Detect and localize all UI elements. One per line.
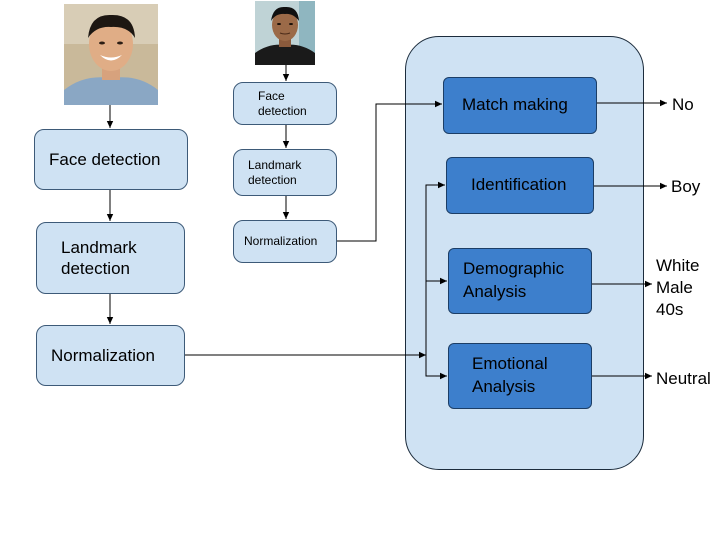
left-normalization-label: Normalization — [51, 345, 155, 365]
demographic-analysis-label: Demographic Analysis — [463, 259, 565, 301]
identification-label: Identification — [471, 175, 567, 195]
left-normalization-box: Normalization — [36, 325, 185, 386]
match-making-label: Match making — [462, 95, 568, 115]
left-landmark-detection-box: Landmark detection — [36, 222, 185, 294]
mid-face-detection-label: Face detection — [258, 88, 307, 118]
match-making-box: Match making — [443, 77, 597, 134]
emotional-analysis-label: Emotional Analysis — [472, 354, 548, 396]
left-landmark-detection-label: Landmark detection — [61, 237, 137, 278]
left-face-detection-box: Face detection — [34, 129, 188, 190]
mid-normalization-box: Normalization — [233, 220, 337, 263]
emotional-analysis-box: Emotional Analysis — [448, 343, 592, 409]
demographic-output: White Male 40s — [656, 256, 700, 319]
emotional-output: Neutral — [656, 369, 711, 388]
mid-landmark-detection-box: Landmark detection — [233, 149, 337, 196]
left-face-detection-label: Face detection — [49, 149, 161, 169]
match-making-output: No — [672, 95, 694, 114]
identification-box: Identification — [446, 157, 594, 214]
demographic-analysis-box: Demographic Analysis — [448, 248, 592, 314]
mid-normalization-label: Normalization — [244, 234, 318, 248]
mid-landmark-detection-label: Landmark detection — [248, 157, 302, 187]
face-photo-1 — [64, 4, 158, 105]
face-photo-2 — [255, 1, 315, 65]
mid-face-detection-box: Face detection — [233, 82, 337, 125]
identification-output: Boy — [671, 177, 701, 196]
